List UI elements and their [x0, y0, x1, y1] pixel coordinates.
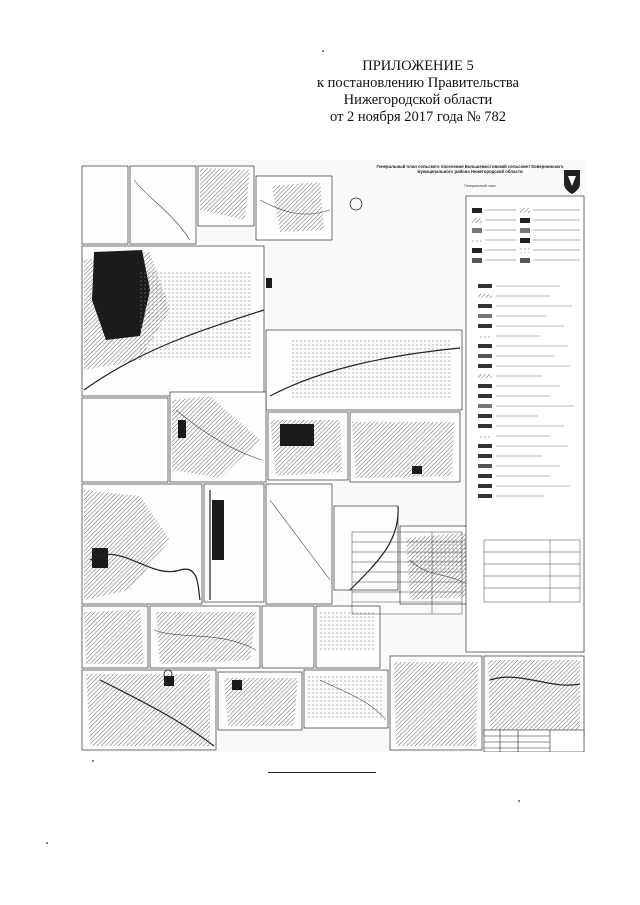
signature-line — [268, 772, 376, 773]
coat-of-arms-icon — [564, 170, 580, 194]
scan-speck — [518, 800, 520, 802]
balance-tables — [351, 531, 581, 615]
scan-speck — [92, 760, 94, 762]
scan-speck — [46, 842, 48, 844]
map-title: Генеральный план сельского поселения Бол… — [376, 164, 564, 174]
region-name: Нижегородской области — [343, 92, 493, 108]
general-plan-map-sheet: Генеральный план сельского поселения Бол… — [80, 160, 586, 752]
resolution-reference: к постановлению Правительства — [317, 75, 519, 91]
resolution-date: от 2 ноября 2017 года № 782 — [330, 109, 506, 125]
title-block — [483, 729, 585, 752]
map-legend — [465, 195, 585, 653]
document-header: ПРИЛОЖЕНИЕ 5 к постановлению Правительст… — [258, 58, 578, 126]
map-collage — [81, 165, 585, 752]
appendix-title: ПРИЛОЖЕНИЕ 5 — [362, 58, 474, 74]
map-subtitle: Генеральный план — [464, 184, 496, 188]
scan-speck — [322, 50, 324, 52]
